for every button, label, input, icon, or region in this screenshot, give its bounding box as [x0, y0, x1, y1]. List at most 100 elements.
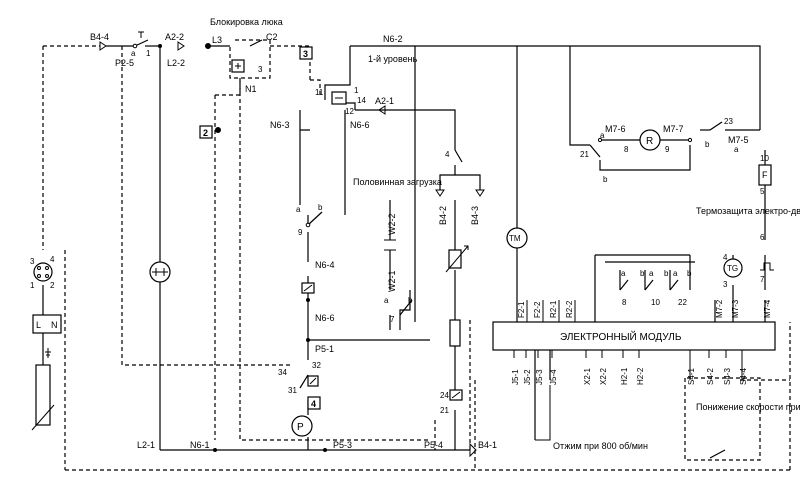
pin-s44: S4-4 — [739, 368, 748, 385]
con-pin2: 2 — [50, 281, 55, 290]
pump-switch: 24 21 — [440, 389, 463, 415]
ps-a1: a — [621, 269, 626, 278]
capacitor — [149, 261, 171, 283]
fuse-pin10: 10 — [760, 154, 769, 163]
pin-s41: S4-1 — [687, 368, 696, 385]
pin-14: 14 — [357, 96, 366, 105]
electronic-module: ЭЛЕКТРОННЫЙ МОДУЛЬ — [492, 321, 776, 351]
rev23-pin-b: b — [705, 140, 710, 149]
pin-m73: M7-3 — [731, 299, 740, 318]
dashed-wiring — [42, 39, 791, 471]
plug-n: N — [51, 320, 58, 330]
tm-symbol: TM — [509, 234, 521, 243]
pin-j52: J5-2 — [523, 369, 532, 385]
ps-pin22: 22 — [678, 298, 687, 307]
label-p53: P5-3 — [333, 440, 352, 450]
rev-pin-b: b — [603, 175, 608, 184]
label-l22: L2-2 — [167, 58, 185, 68]
pump-relay: 34 32 31 — [278, 361, 321, 395]
pin-a-w: a — [384, 296, 389, 305]
fuse-pin6: 6 — [760, 233, 765, 242]
motor-connector: 3 4 1 2 — [30, 255, 55, 290]
label-w22: W2-2 — [387, 213, 397, 235]
label-m77: M7-7 — [663, 124, 684, 134]
pin-9: 9 — [298, 228, 303, 237]
label-c2: C2 — [266, 32, 278, 42]
switch-b4: 4 B4-2 B4-3 — [435, 149, 485, 225]
ps-a2: a — [649, 269, 654, 278]
pin-11: 11 — [315, 88, 324, 97]
marker-3-text: 3 — [303, 49, 308, 59]
pin-x22: X2-2 — [599, 368, 608, 385]
w2-contact: a b 7 — [384, 239, 413, 324]
solid-wiring — [145, 45, 766, 451]
pin-j53: J5-3 — [535, 369, 544, 385]
pin-a-9: a — [296, 205, 301, 214]
ps-b1: b — [640, 269, 645, 278]
label-one: 1 — [146, 49, 151, 58]
pin-31: 31 — [288, 386, 297, 395]
drain-pump: P — [291, 415, 313, 437]
pin-f22: F2-2 — [533, 301, 542, 318]
label-p51: P5-1 — [315, 344, 334, 354]
label-n62: N6-2 — [383, 34, 403, 44]
lock-pin3: 3 — [258, 65, 263, 74]
label-a: a — [131, 49, 136, 58]
label-m75: M7-5 — [728, 135, 749, 145]
pump-symbol: P — [297, 422, 304, 433]
pin-s42: S4-2 — [706, 368, 715, 385]
rev-pin23: 23 — [724, 117, 733, 126]
marker-2: 2 — [199, 125, 213, 139]
mains-cable — [31, 364, 55, 431]
label-m76: M7-6 — [605, 124, 626, 134]
connector-a22: A2-2 — [165, 32, 185, 51]
label-w21: W2-1 — [387, 270, 397, 292]
pin-34: 34 — [278, 368, 287, 377]
reverse-switch-23: 23 b a M7-5 — [705, 117, 749, 154]
rev23-pin-a: a — [734, 145, 739, 154]
half-load-line1: Половинная загрузка — [353, 177, 442, 187]
level1-switch: 11 12 14 1 — [315, 86, 366, 116]
spin800-line1: Отжим при 800 об/мин — [553, 441, 648, 451]
label-n66: N6-6 — [350, 120, 370, 130]
pin-b-w: b — [408, 296, 413, 305]
label-n63: N6-3 — [270, 120, 290, 130]
label-b42: B4-2 — [438, 206, 448, 225]
pin-s43: S4-3 — [723, 368, 732, 385]
pin-12: 12 — [345, 107, 354, 116]
tg-sensor: TG 4 3 — [723, 253, 743, 289]
plug-l: L — [36, 320, 41, 330]
thermal-fuse: F 10 5 6 7 — [758, 154, 774, 284]
spin-lower-line1: Понижение скорости при отжиме — [696, 402, 800, 412]
marker-3: 3 — [299, 46, 313, 60]
marker-4-text: 4 — [311, 399, 316, 409]
pin-21: 21 — [440, 406, 449, 415]
label-n66b: N6-6 — [315, 313, 335, 323]
pin-4-b4: 4 — [445, 150, 450, 159]
tg-pin4: 4 — [723, 253, 728, 262]
label-b43: B4-3 — [470, 206, 480, 225]
fuse-pin7: 7 — [760, 275, 765, 284]
pin-h21: H2-1 — [620, 367, 629, 385]
mot-pin8: 8 — [624, 145, 629, 154]
label-n61: N6-1 — [190, 440, 210, 450]
label-l3: L3 — [212, 35, 222, 45]
pin-m74: M7-4 — [763, 299, 772, 318]
reverse-switch-21: 21 a b — [580, 131, 608, 184]
pin-f21: F2-1 — [517, 301, 526, 318]
pin-r21: R2-1 — [549, 300, 558, 318]
con-pin4: 4 — [50, 255, 55, 264]
tg-symbol: TG — [727, 264, 738, 273]
level1-label: 1-й уровень — [368, 54, 418, 64]
pin-j54: J5-4 — [549, 369, 558, 385]
module-bottom-pins: J5-1 J5-2 J5-3 J5-4 X2-1 X2-2 H2-1 H2-2 … — [511, 350, 748, 385]
connector-a21: A2-1 — [375, 96, 394, 115]
label-n1: N1 — [245, 84, 257, 94]
ground-symbol — [45, 348, 51, 358]
motor: R M7-6 M7-7 8 9 — [597, 124, 693, 154]
program-switch: a b a b a b 8 10 22 — [619, 269, 692, 307]
ps-a3: a — [673, 269, 678, 278]
connector-b41: B4-1 — [469, 440, 497, 458]
switch-main: a 1 — [106, 31, 151, 58]
